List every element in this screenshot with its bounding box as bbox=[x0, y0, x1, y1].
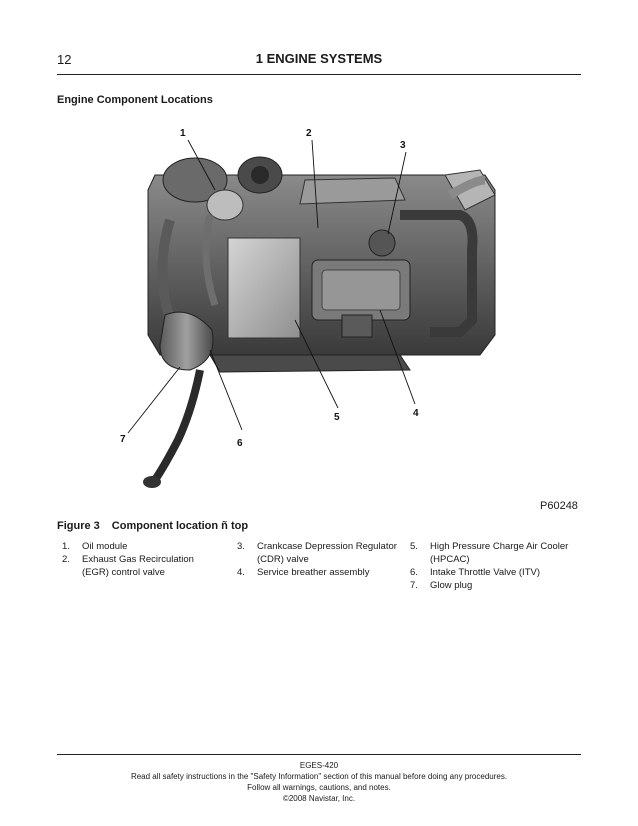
legend-num: 7. bbox=[410, 580, 418, 591]
legend-item: 5. High Pressure Charge Air Cooler (HPCAC… bbox=[410, 540, 585, 566]
legend-column-2: 3. Crankcase Depression Regulator (CDR) v… bbox=[237, 540, 397, 579]
footer-warnings-line: Follow all warnings, cautions, and notes… bbox=[247, 783, 391, 792]
page-number: 12 bbox=[57, 52, 72, 67]
legend-text: Intake Throttle Valve (ITV) bbox=[430, 567, 540, 578]
page-header: 12 1 ENGINE SYSTEMS bbox=[57, 50, 581, 72]
figure-label: Figure 3 bbox=[57, 520, 100, 532]
legend-item: 3. Crankcase Depression Regulator (CDR) v… bbox=[237, 540, 397, 566]
callout-2: 2 bbox=[306, 128, 312, 139]
engine-illustration: 1 2 3 4 5 6 7 bbox=[120, 128, 496, 488]
page-footer: EGES-420 Read all safety instructions in… bbox=[57, 760, 581, 804]
callout-5: 5 bbox=[334, 412, 340, 423]
callout-7: 7 bbox=[120, 434, 126, 445]
engine-figure: 1 2 3 4 5 6 7 bbox=[100, 120, 580, 515]
figure-caption-text: Component location ñ top bbox=[111, 520, 249, 532]
footer-safety-line: Read all safety instructions in the "Saf… bbox=[130, 772, 508, 781]
callout-6: 6 bbox=[237, 438, 243, 449]
legend-num: 2. bbox=[62, 554, 70, 565]
callout-1: 1 bbox=[180, 128, 186, 139]
legend-item: 6. Intake Throttle Valve (ITV) bbox=[410, 566, 585, 579]
legend-text: Service breather assembly bbox=[257, 567, 370, 578]
section-title: Engine Component Locations bbox=[57, 94, 213, 106]
legend-column-3: 5. High Pressure Charge Air Cooler (HPCAC… bbox=[410, 540, 585, 592]
callout-3: 3 bbox=[400, 140, 406, 151]
chapter-title: 1 ENGINE SYSTEMS bbox=[255, 51, 383, 66]
legend-num: 1. bbox=[62, 541, 70, 552]
legend-item: 1. Oil module bbox=[62, 540, 222, 553]
legend-num: 4. bbox=[237, 567, 245, 578]
legend-text: High Pressure Charge Air Cooler (HPCAC) bbox=[430, 541, 569, 565]
legend-text: Oil module bbox=[82, 541, 128, 552]
legend-num: 3. bbox=[237, 541, 245, 552]
footer-copyright: ©2008 Navistar, Inc. bbox=[282, 794, 356, 803]
legend-text: Exhaust Gas Recirculation (EGR) control … bbox=[82, 554, 194, 578]
legend-item: 7. Glow plug bbox=[410, 579, 585, 592]
footer-rule bbox=[57, 754, 581, 755]
legend-text: Crankcase Depression Regulator (CDR) val… bbox=[257, 541, 397, 565]
figure-code: P60248 bbox=[540, 500, 578, 512]
legend-item: 4. Service breather assembly bbox=[237, 566, 397, 579]
legend-num: 5. bbox=[410, 541, 418, 552]
legend-item: 2. Exhaust Gas Recirculation (EGR) contro… bbox=[62, 553, 222, 579]
legend-text: Glow plug bbox=[430, 580, 473, 591]
legend-num: 6. bbox=[410, 567, 418, 578]
header-rule bbox=[57, 74, 581, 75]
legend-column-1: 1. Oil module 2. Exhaust Gas Recirculation… bbox=[62, 540, 222, 579]
footer-doc-id: EGES-420 bbox=[299, 761, 339, 770]
callout-4: 4 bbox=[413, 408, 419, 419]
figure-caption: Figure 3 Component location ñ top bbox=[57, 520, 248, 532]
